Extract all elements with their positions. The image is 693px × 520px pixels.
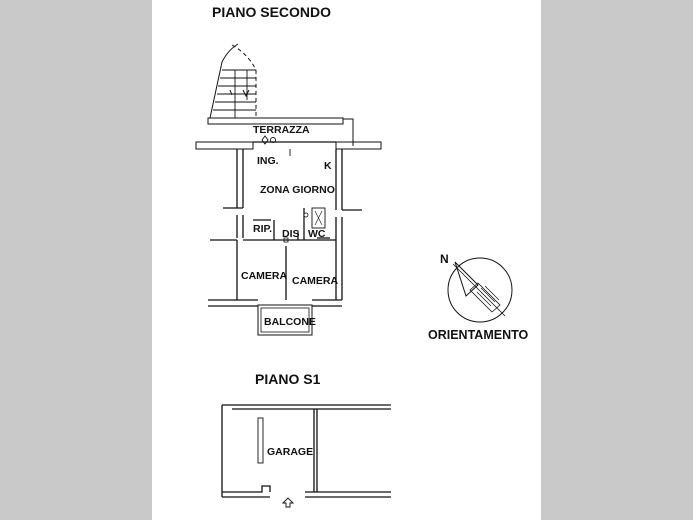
room-label-wc: WC xyxy=(308,228,326,240)
basement-walls xyxy=(221,404,391,508)
room-label-ripostiglio: RIP. xyxy=(253,223,273,235)
basement-title: PIANO S1 xyxy=(255,371,321,387)
room-label-terrazza: TERRAZZA xyxy=(253,124,310,136)
floor-plan-drawing xyxy=(195,43,513,508)
room-label-balcone: BALCONE xyxy=(264,316,316,328)
room-label-zona-giorno: ZONA GIORNO xyxy=(260,184,335,196)
second-floor-walls xyxy=(195,43,382,336)
drawing-sheet: PIANO SECONDO TERRAZZA ING. K ZONA GIORN… xyxy=(152,0,541,520)
room-label-garage: GARAGE xyxy=(267,446,314,458)
orientation-caption: ORIENTAMENTO xyxy=(428,328,529,342)
second-floor-title: PIANO SECONDO xyxy=(212,4,332,20)
north-label: N xyxy=(440,252,449,266)
room-label-disimpegno: DIS xyxy=(282,228,300,240)
room-label-camera-2: CAMERA xyxy=(292,275,339,287)
room-label-cucina: K xyxy=(324,160,332,172)
room-label-ingresso: ING. xyxy=(257,155,279,167)
room-label-camera-1: CAMERA xyxy=(241,270,288,282)
stair-treads xyxy=(213,69,256,118)
north-compass xyxy=(447,257,513,323)
